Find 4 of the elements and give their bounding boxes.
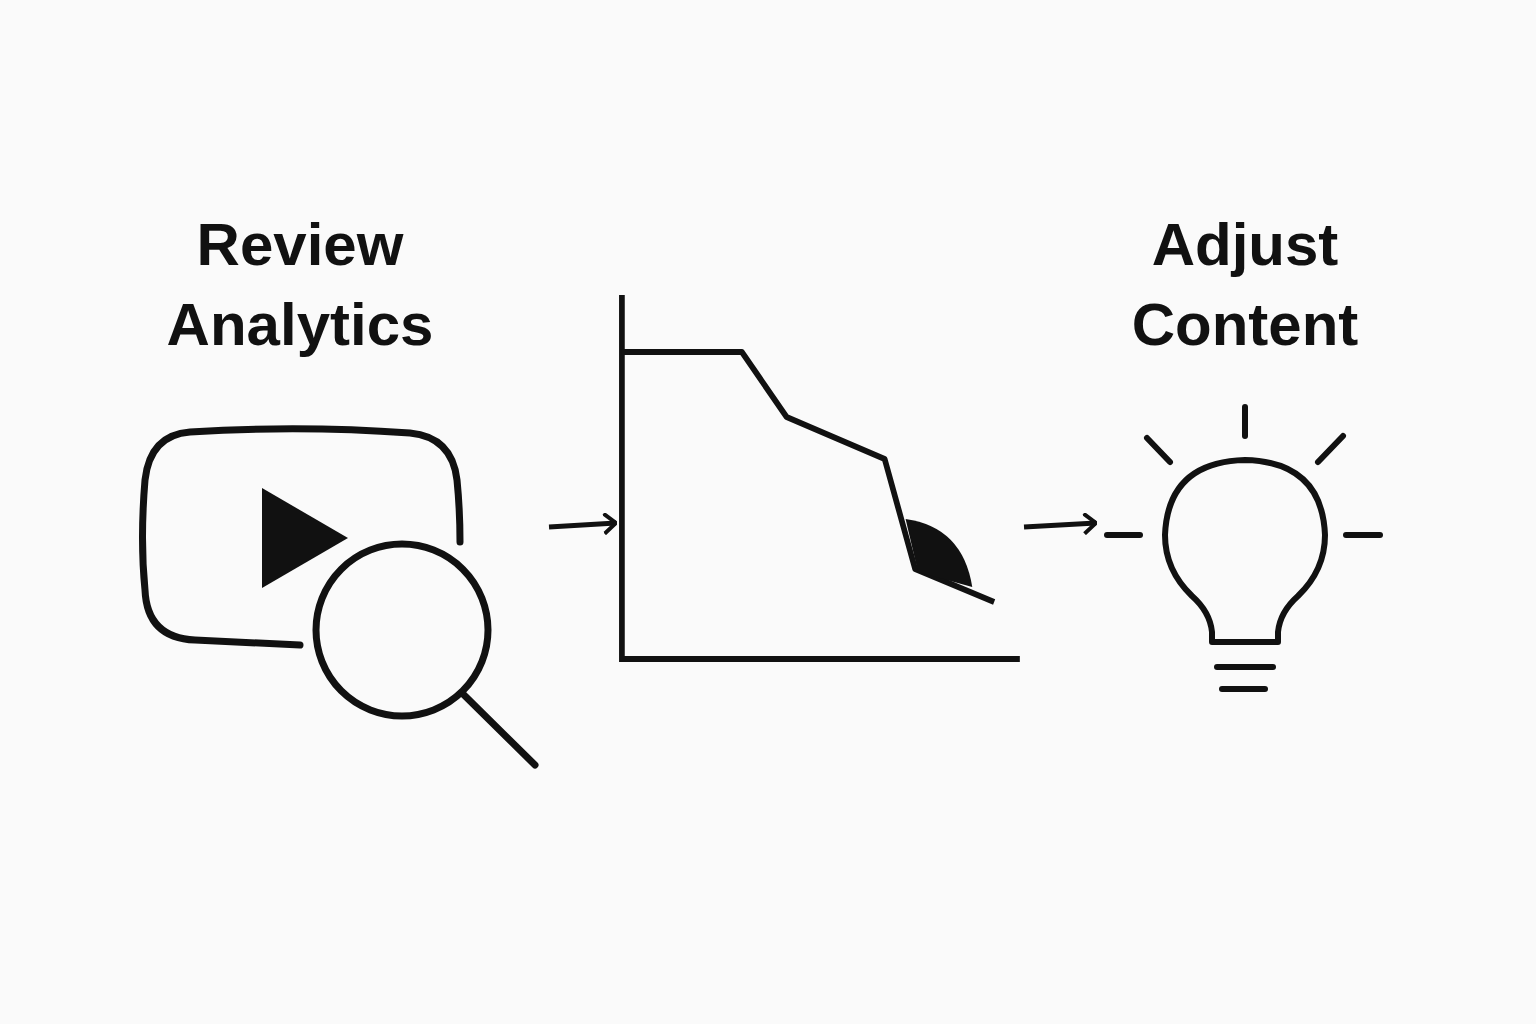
step-title: Adjust Content	[1130, 210, 1360, 360]
arrow	[548, 511, 618, 536]
step-title: Review Analytics	[165, 210, 435, 360]
arrow	[1023, 511, 1098, 536]
